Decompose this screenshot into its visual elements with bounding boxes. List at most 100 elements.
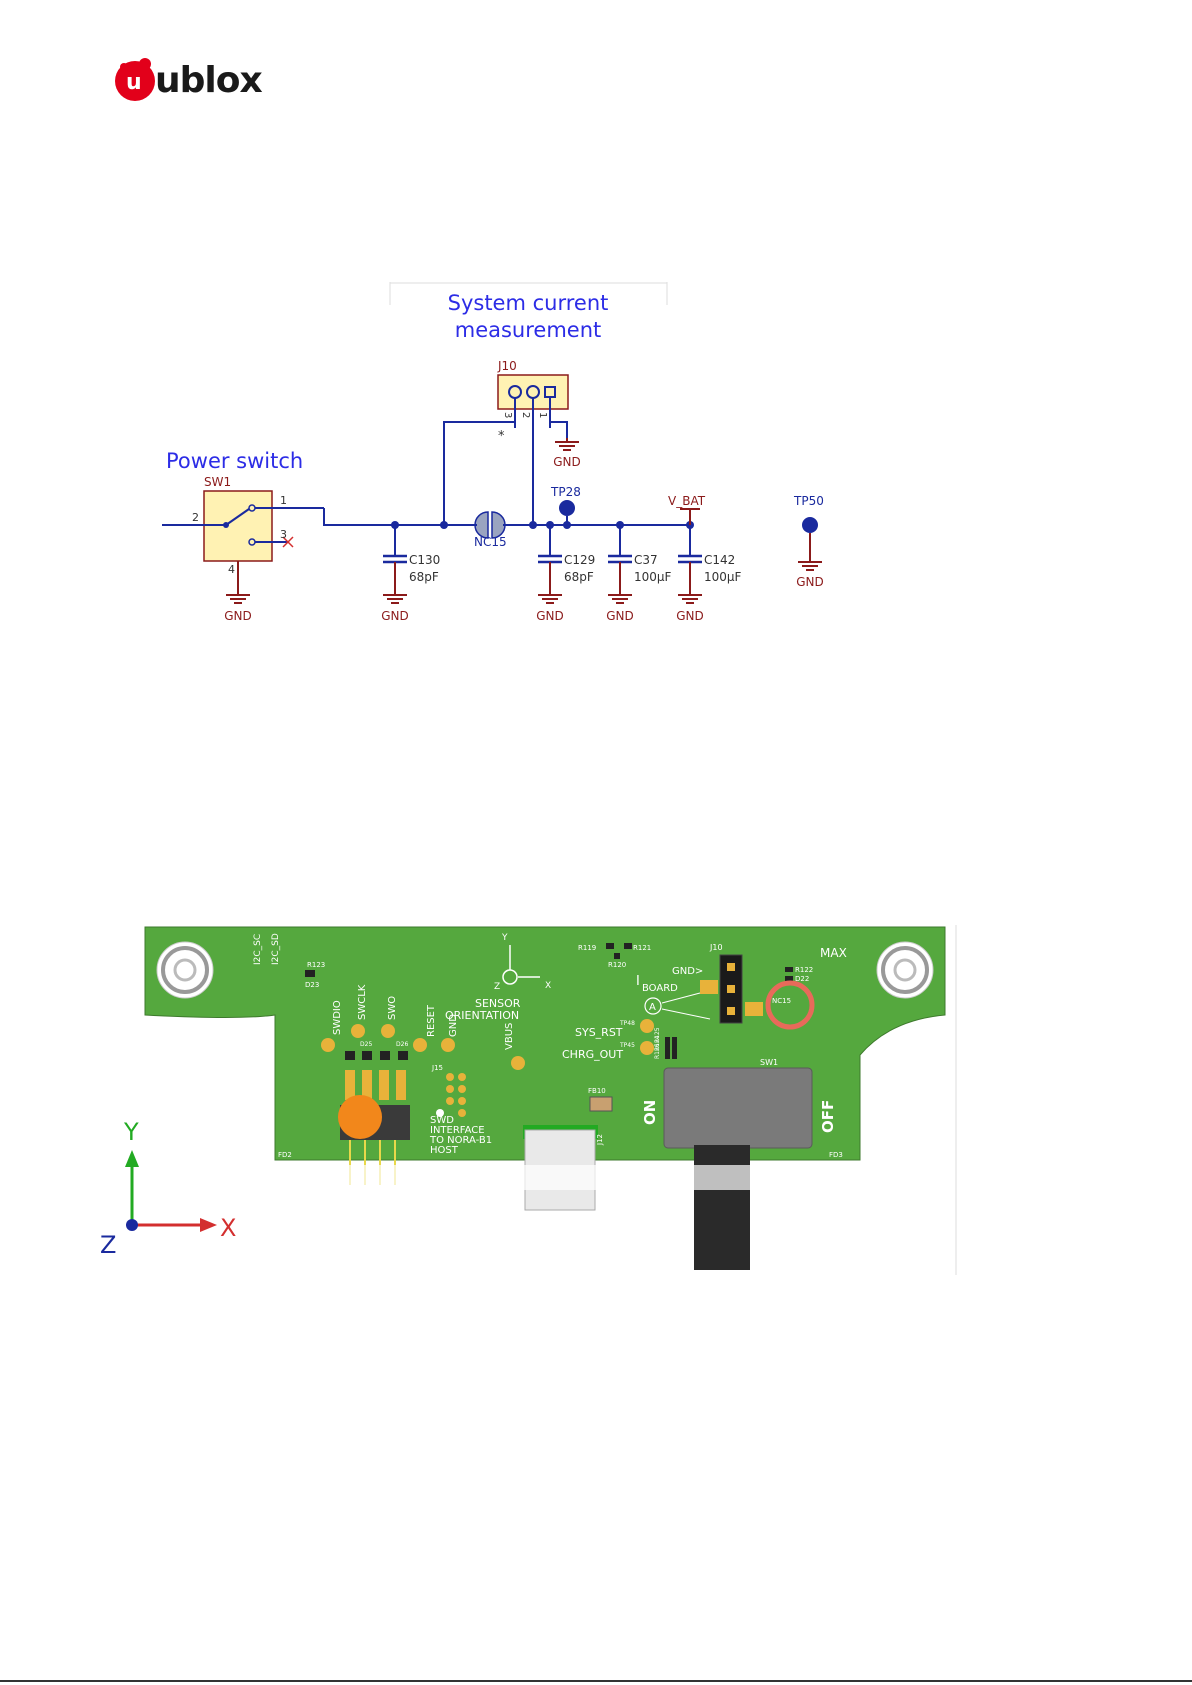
j10-gnd-symbol: GND bbox=[553, 438, 581, 469]
ublox-logo: u ublox bbox=[115, 57, 265, 107]
c37-ref: C37 bbox=[634, 553, 658, 567]
tp28-testpoint: TP28 bbox=[550, 485, 581, 525]
swdio-label: SWDIO bbox=[332, 1000, 343, 1035]
tp50-label: TP50 bbox=[793, 494, 824, 508]
d25-label: D25 bbox=[360, 1041, 372, 1048]
sw1-board-label: SW1 bbox=[760, 1058, 778, 1067]
fd3-label: FD3 bbox=[829, 1151, 843, 1159]
axis-z-label: Z bbox=[100, 1231, 116, 1259]
j10-pin2-num: 2 bbox=[520, 412, 531, 418]
swd-to-nora-label: TO NORA-B1 bbox=[429, 1135, 492, 1146]
max-label: MAX bbox=[820, 946, 847, 960]
orange-marker bbox=[338, 1095, 382, 1139]
j10-star: * bbox=[498, 429, 505, 444]
gnd-label: GND bbox=[224, 609, 252, 623]
orientation-label: ORIENTATION bbox=[445, 1009, 519, 1022]
system-current-title-line2: measurement bbox=[455, 318, 602, 342]
system-current-title-line1: System current bbox=[448, 291, 609, 315]
logo-mark-letter: u bbox=[126, 70, 142, 95]
swd-interface-label: INTERFACE bbox=[430, 1125, 485, 1136]
reset-label: RESET bbox=[426, 1004, 437, 1037]
ammeter-symbol: A bbox=[649, 1002, 656, 1013]
orientation-x: X bbox=[545, 981, 551, 991]
sys-rst-label: SYS_RST bbox=[575, 1026, 623, 1039]
sw1-pin4: 4 bbox=[228, 563, 235, 576]
gnd-label: GND bbox=[553, 455, 581, 469]
gnd-label: GND bbox=[606, 609, 634, 623]
gnd-label: GND bbox=[381, 609, 409, 623]
swo-label: SWO bbox=[387, 996, 398, 1020]
j15-pads bbox=[436, 1073, 466, 1117]
chrg-out-label: CHRG_OUT bbox=[562, 1048, 623, 1061]
c130-capacitor: GND C130 68pF bbox=[381, 525, 440, 623]
ublox-logo-mark: u bbox=[115, 58, 155, 101]
swd-label: SWD bbox=[430, 1115, 454, 1126]
i2c-sc-label: I2C_SC bbox=[253, 934, 263, 965]
nc15-highlight-circle bbox=[765, 980, 815, 1030]
fd2-label: FD2 bbox=[278, 1151, 292, 1159]
c129-ref: C129 bbox=[564, 553, 595, 567]
power-schematic: System current measurement Power switch … bbox=[162, 282, 824, 623]
j12-label: J12 bbox=[596, 1134, 604, 1146]
tp28-label: TP28 bbox=[550, 485, 581, 499]
gnd-label: GND bbox=[676, 609, 704, 623]
c129-value: 68pF bbox=[564, 570, 594, 584]
r119-label: R119 bbox=[578, 944, 596, 952]
swd-host-label: HOST bbox=[430, 1145, 459, 1156]
switch-on-label: ON bbox=[641, 1100, 659, 1125]
r126-label: R126 bbox=[654, 1043, 661, 1059]
fb10-label: FB10 bbox=[588, 1087, 606, 1095]
r121-label: R121 bbox=[633, 944, 651, 952]
slide-switch-body bbox=[663, 1067, 813, 1149]
j10-pin3-num: 3 bbox=[502, 412, 513, 418]
sw1-gnd-symbol: GND bbox=[224, 594, 252, 623]
tp45-label: TP45 bbox=[619, 1042, 635, 1049]
gnd-arrow-label: GND> bbox=[672, 966, 703, 977]
r124-label: R124 bbox=[654, 1035, 661, 1051]
vbat-label-group: V_BAT bbox=[668, 494, 706, 525]
sw1-pin3: 3 bbox=[280, 528, 287, 541]
axis-y-label: Y bbox=[123, 1118, 139, 1146]
c130-ref: C130 bbox=[409, 553, 440, 567]
d26-label: D26 bbox=[396, 1041, 408, 1048]
c142-ref: C142 bbox=[704, 553, 735, 567]
c130-value: 68pF bbox=[409, 570, 439, 584]
sensor-label: SENSOR bbox=[475, 997, 521, 1010]
nc15-jumper: NC15 bbox=[473, 511, 507, 549]
r122-label: R122 bbox=[795, 966, 813, 974]
axis-x-label: X bbox=[220, 1214, 236, 1242]
swclk-label: SWCLK bbox=[357, 984, 368, 1020]
nc15-label: NC15 bbox=[474, 535, 507, 549]
sw1-pin2: 2 bbox=[192, 511, 199, 524]
gnd-label: GND bbox=[536, 609, 564, 623]
sw1-pin1: 1 bbox=[280, 494, 287, 507]
j10-board-label: J10 bbox=[709, 943, 723, 952]
logo-text: ublox bbox=[155, 60, 263, 101]
sw1-ref: SW1 bbox=[204, 475, 231, 489]
j10-pin1-num: 1 bbox=[537, 412, 548, 418]
board-render: I2C_SC I2C_SD MAX R119 R121 R120 R122 D2… bbox=[100, 925, 957, 1275]
c142-capacitor: GND C142 100µF bbox=[676, 525, 742, 623]
r120-label: R120 bbox=[608, 961, 626, 969]
tp50-testpoint: TP50 GND bbox=[793, 494, 824, 589]
power-switch-label: Power switch bbox=[166, 449, 303, 473]
vbat-label: V_BAT bbox=[668, 494, 706, 508]
orientation-y: Y bbox=[501, 933, 508, 943]
nc15-board-label: NC15 bbox=[772, 997, 791, 1005]
c37-capacitor: GND C37 100µF bbox=[606, 525, 672, 623]
r125-label: R125 bbox=[654, 1027, 661, 1043]
swd-testpoints bbox=[321, 1024, 525, 1070]
c37-value: 100µF bbox=[634, 570, 672, 584]
c129-capacitor: GND C129 68pF bbox=[536, 525, 595, 623]
c142-value: 100µF bbox=[704, 570, 742, 584]
gnd-label: GND bbox=[796, 575, 824, 589]
i2c-sd-label: I2C_SD bbox=[271, 933, 281, 965]
slide-switch-actuator[interactable] bbox=[694, 1145, 750, 1270]
gnd-board-label: GND bbox=[448, 1014, 459, 1037]
r123-label: R123 bbox=[307, 961, 325, 969]
i-label: I bbox=[636, 974, 640, 989]
board-label: BOARD bbox=[642, 983, 678, 994]
j11-connector bbox=[338, 1070, 410, 1140]
coordinate-axes: Y X Z bbox=[100, 1118, 236, 1259]
switch-off-label: OFF bbox=[819, 1100, 837, 1133]
